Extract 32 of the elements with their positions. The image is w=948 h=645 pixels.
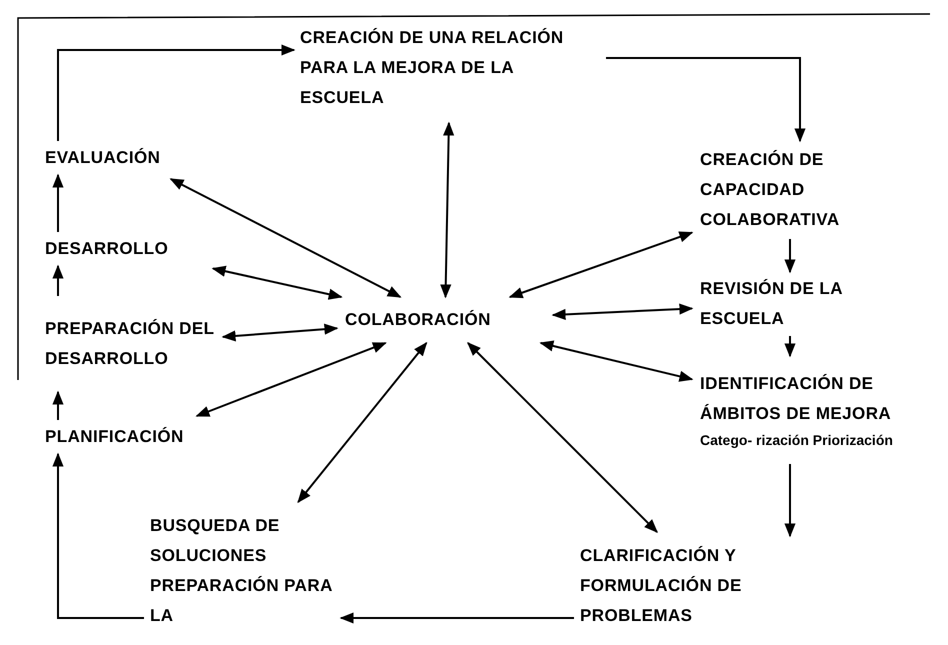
arrow [297,342,428,504]
arrow [467,342,658,533]
arrow [57,44,296,141]
arrow [784,464,796,538]
arrow [784,239,796,274]
step-label: CREACIÓN DE UNA RELACIÓN PARA LA MEJORA DE LA ESCUELA [300,26,565,108]
arrow [539,340,694,382]
step-label: CLARIFICACIÓN Y FORMULACIÓN DE PROBLEMAS [580,545,743,627]
arrow [52,174,64,232]
step-label: Catego- rización Priorización [700,431,894,450]
arrow [784,336,796,358]
step-label: IDENTIFICACIÓN DE ÁMBITOS DE MEJORA [700,373,892,425]
step-label: CREACIÓN DE CAPACIDAD COLABORATIVA [700,149,841,231]
arrow [606,57,806,142]
step-label: PREPARACIÓN DEL DESARROLLO [45,318,215,370]
arrow [340,612,574,624]
arrow [440,122,454,298]
arrow [196,342,387,417]
arrow [552,304,694,320]
arrow [212,266,343,300]
arrow [508,232,694,298]
arrow [52,264,64,296]
step-label: REVISIÓN DE LA ESCUELA [700,278,844,330]
step-label: EVALUACIÓN [45,147,162,169]
step-label: COLABORACIÓN [345,309,492,331]
arrow [52,390,64,420]
step-label: PLANIFICACIÓN [45,426,185,448]
arrow [222,324,338,342]
step-label: DESARROLLO [45,238,170,260]
arrow [170,178,402,298]
arrow [52,452,144,619]
step-label: BUSQUEDA DE SOLUCIONES PREPARACIÓN PARA LA [150,515,334,627]
